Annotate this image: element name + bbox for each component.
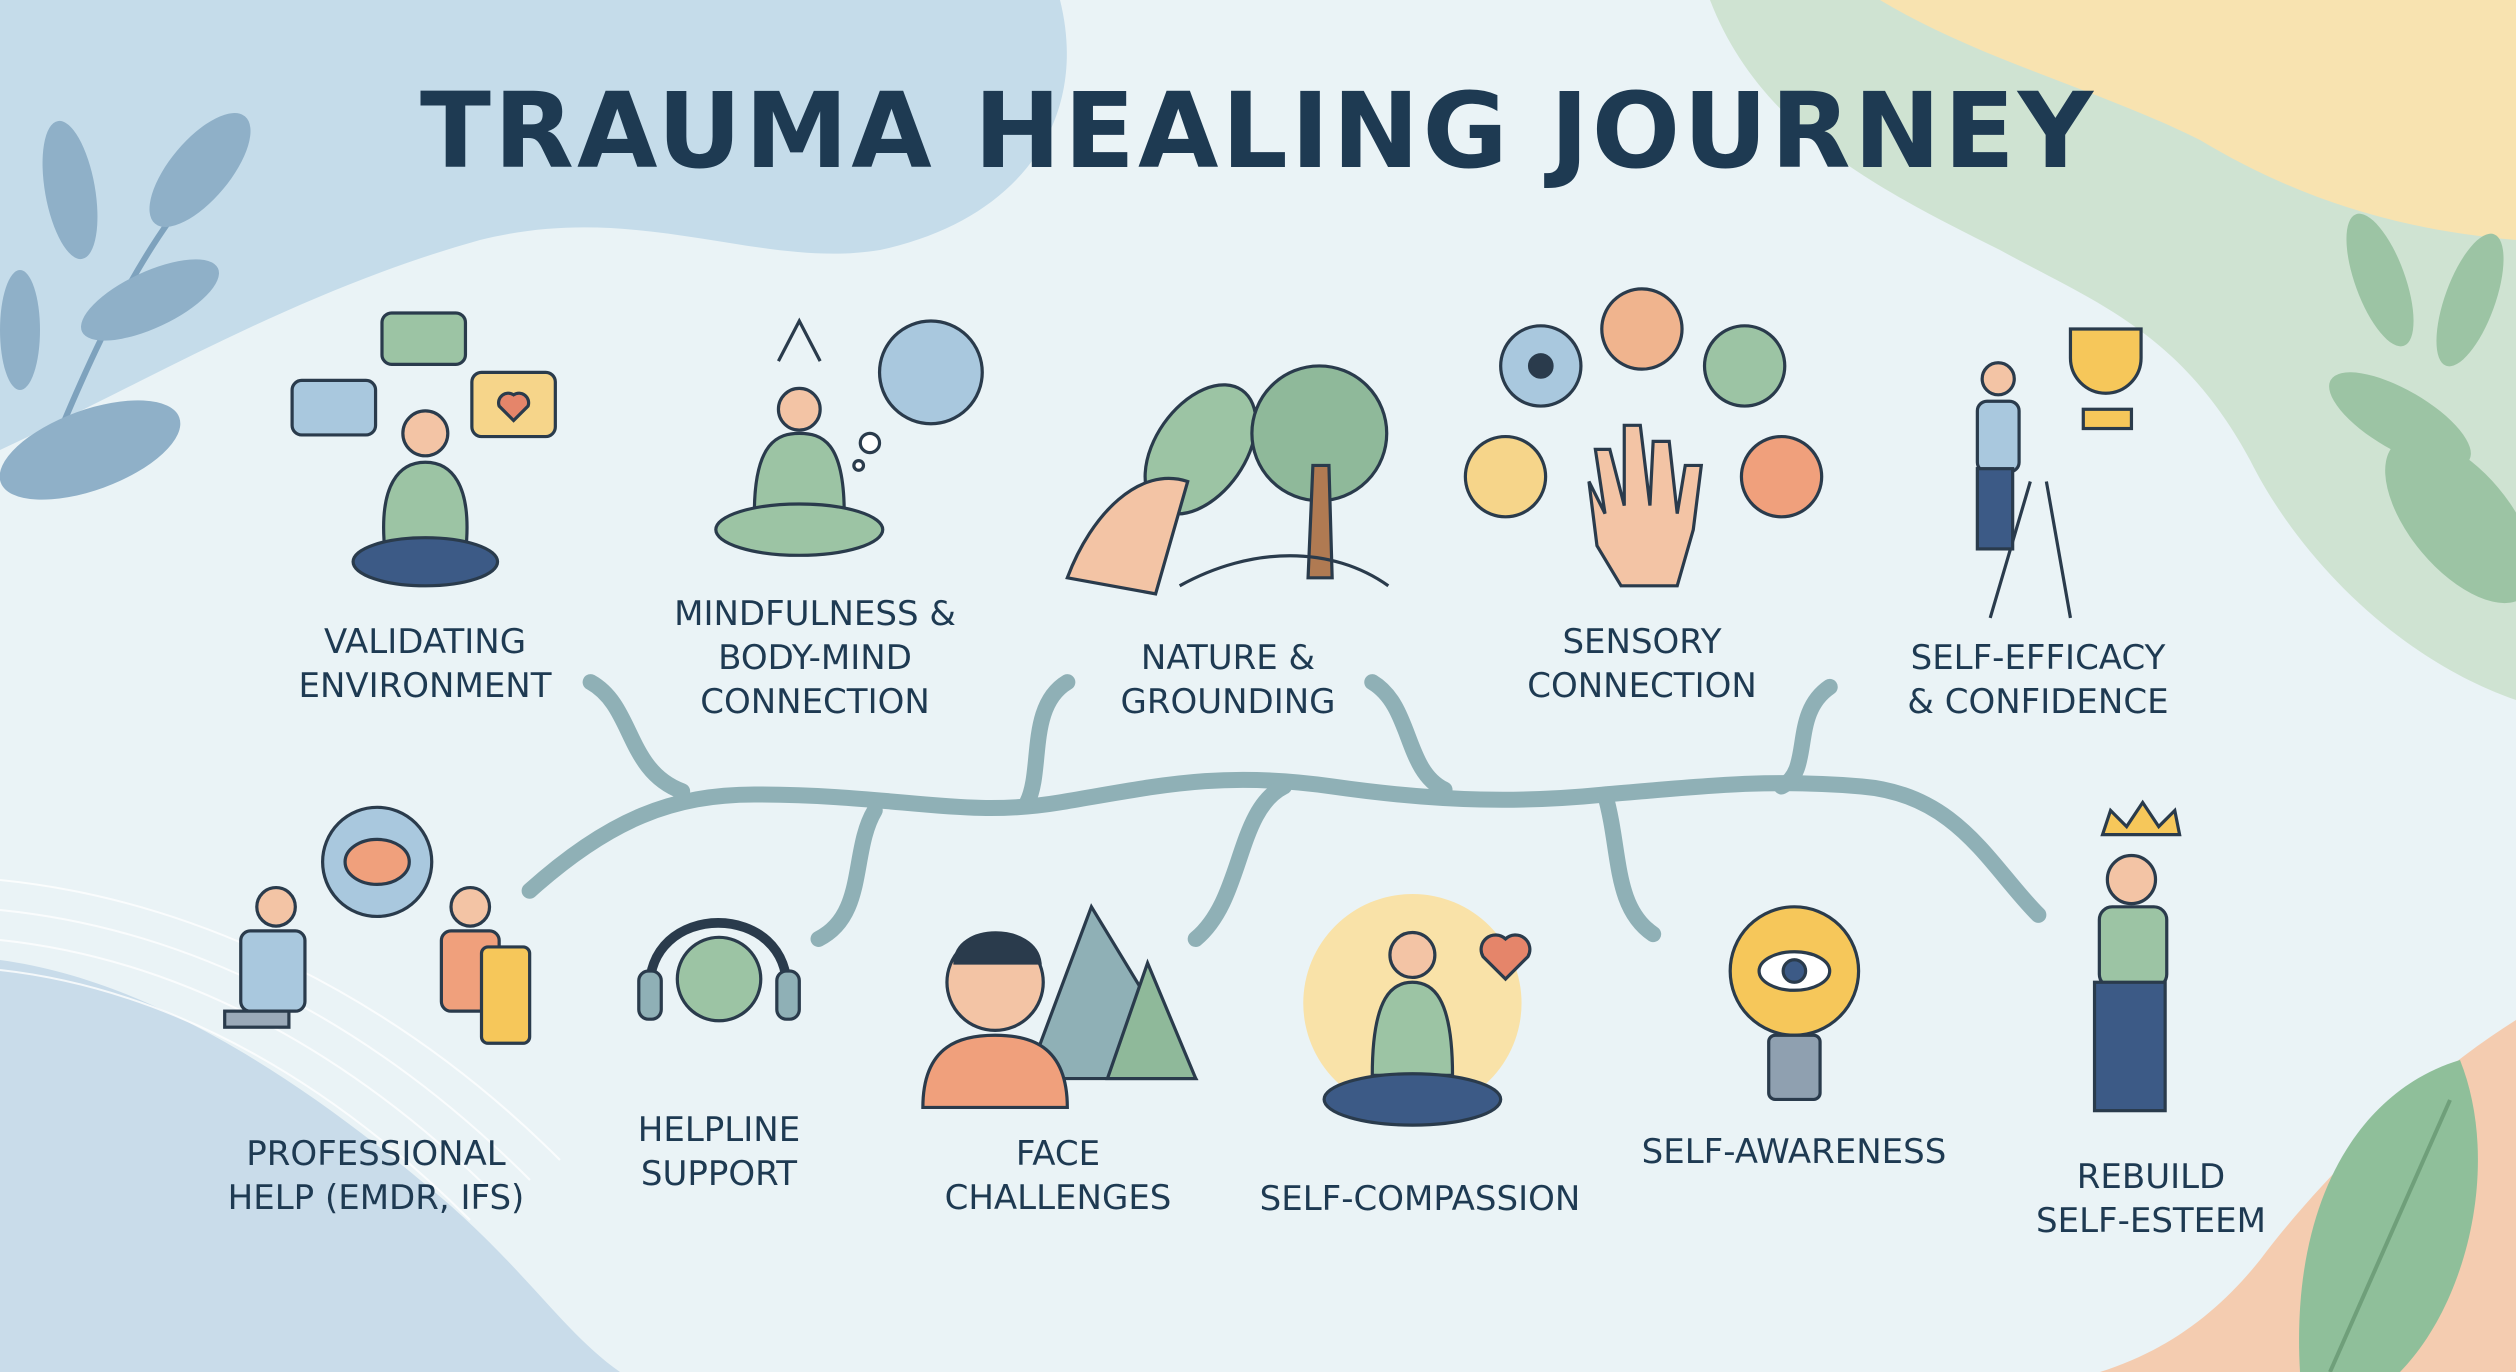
step-helpline-support: Helpline Support — [509, 1108, 929, 1196]
step-mindfulness: Mindfulness & Body-Mind Connection — [605, 592, 1025, 724]
person-meditating-with-speech-bubbles-icon — [290, 311, 557, 588]
person-with-crown-icon — [2092, 799, 2182, 1113]
step-label: Mindfulness & — [674, 594, 956, 634]
step-label: Self-Efficacy — [1910, 638, 2166, 678]
step-self-efficacy: Self-Efficacy & Confidence — [1828, 636, 2248, 724]
step-rebuild-self-esteem: Rebuild Self-Esteem — [1941, 1155, 2361, 1243]
step-label: Body-Mind — [718, 638, 912, 678]
hand-touching-leaf-tree-icon — [1065, 364, 1390, 596]
step-face-challenges: Face Challenges — [848, 1132, 1268, 1220]
yoga-pose-brain-thought-icon — [714, 317, 984, 557]
blob-bottom-left — [0, 960, 620, 1372]
headset-chat-icon — [637, 918, 801, 1023]
page-title: TRAUMA HEALING JOURNEY — [419, 70, 2097, 192]
step-label: Challenges — [944, 1178, 1172, 1218]
step-label: Nature & — [1140, 638, 1316, 678]
leaf-branch-right-icon — [2329, 213, 2516, 604]
step-label: & Confidence — [1907, 682, 2169, 722]
step-label: Self-Awareness — [1641, 1132, 1947, 1172]
step-label: Support — [640, 1154, 798, 1194]
lightbulb-eye-icon — [1728, 905, 1861, 1102]
leaf-bottom-right-icon — [2299, 1060, 2478, 1372]
step-label: Self-Esteem — [2036, 1201, 2266, 1241]
step-nature-grounding: Nature & Grounding — [1018, 636, 1438, 724]
step-label: Validating — [323, 622, 527, 662]
step-label: Connection — [700, 682, 930, 722]
step-label: Help (EMDR, IFS) — [227, 1178, 525, 1218]
five-senses-hand-icon — [1463, 287, 1824, 588]
step-label: Helpline — [637, 1110, 801, 1150]
therapy-session-icon — [223, 805, 532, 1045]
climbing-ladder-trophy-icon — [1975, 327, 2143, 619]
journey-path — [521, 674, 2047, 947]
step-self-compassion: Self-Compassion — [1210, 1177, 1630, 1221]
step-label: Environment — [298, 666, 552, 706]
meditating-person-heart-icon — [1303, 893, 1532, 1127]
step-label: Connection — [1527, 666, 1757, 706]
step-self-awareness: Self-Awareness — [1584, 1130, 2004, 1174]
blob-top-right-yellow — [1880, 0, 2516, 240]
step-label: Sensory — [1562, 622, 1722, 662]
blob-top-left — [0, 0, 1067, 450]
person-mountains-icon — [921, 903, 1199, 1110]
step-label: Professional — [246, 1134, 506, 1174]
step-validating-environment: Validating Environment — [215, 620, 635, 708]
step-label: Self-Compassion — [1259, 1179, 1581, 1219]
leaf-branch-left-icon — [0, 113, 251, 500]
step-sensory-connection: Sensory Connection — [1432, 620, 1852, 708]
step-label: Rebuild — [2076, 1157, 2226, 1197]
step-professional-help: Professional Help (EMDR, IFS) — [166, 1132, 586, 1220]
step-label: Face — [1015, 1134, 1101, 1174]
step-label: Grounding — [1120, 682, 1336, 722]
